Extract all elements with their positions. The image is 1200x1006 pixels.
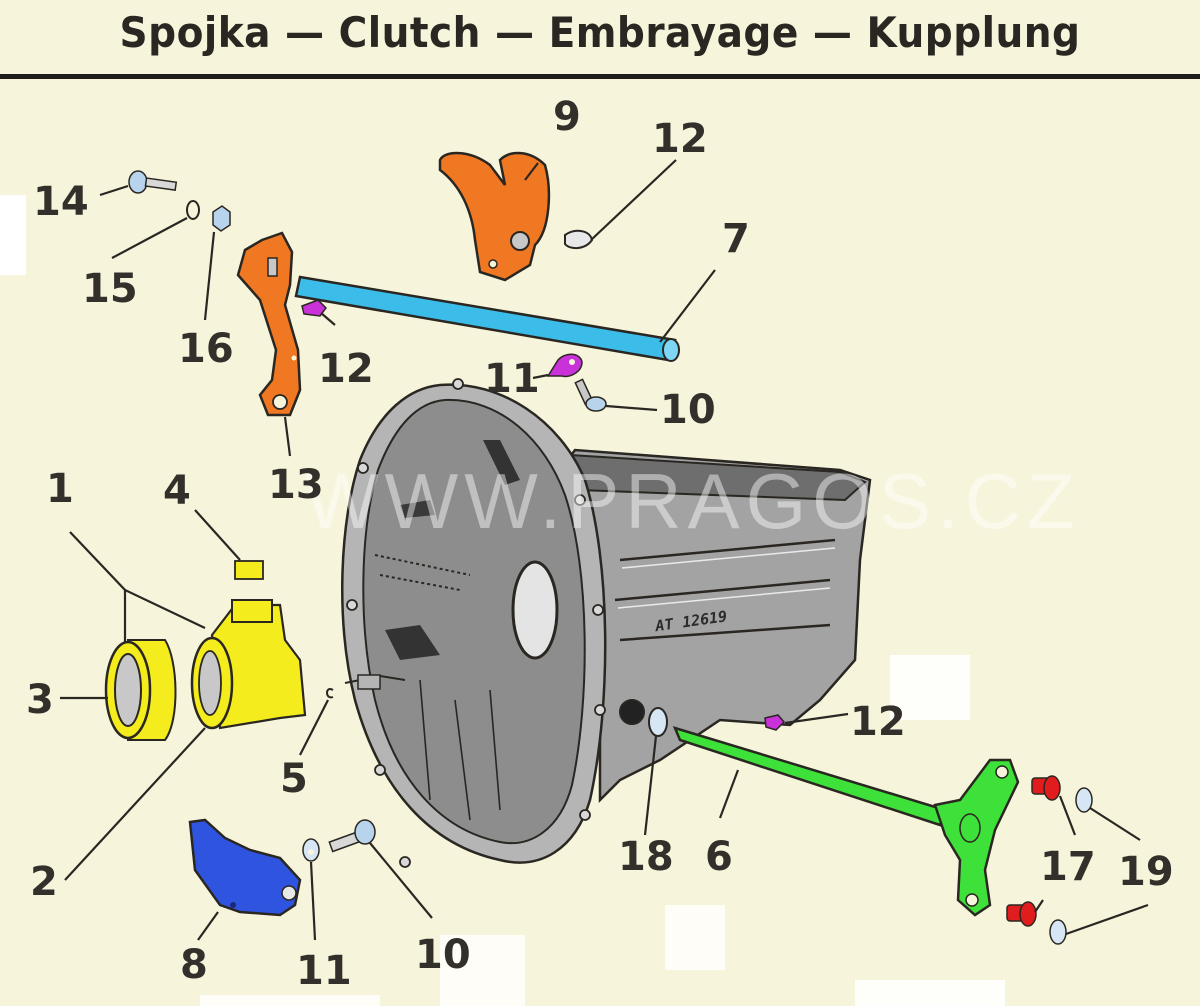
part-11-lock-washer-lower (302, 838, 320, 862)
part-12-key-c (764, 714, 786, 731)
callout-3: 3 (26, 677, 54, 723)
part-10-bolt-upper (574, 378, 607, 412)
callout-12-right: 12 (850, 699, 906, 745)
scan-patch (890, 655, 970, 720)
callout-15: 15 (82, 266, 138, 312)
part-8-shaft-bracket (188, 818, 302, 917)
callout-8: 8 (180, 942, 208, 988)
part-19-washer-upper (1075, 787, 1093, 813)
callout-4: 4 (163, 468, 191, 514)
part-3-release-bearing (104, 639, 177, 741)
part-11-lock-washer-upper (546, 353, 583, 378)
watermark: WWW.PRAGOS.CZ (305, 457, 1081, 545)
part-6-release-fork-shaft (672, 726, 1020, 917)
part-15-spring-washer (186, 200, 200, 220)
title-divider (0, 74, 1200, 79)
part-19-washer-lower (1049, 919, 1067, 945)
scan-patch (440, 935, 525, 1006)
bell-housing: AT 12619 (341, 378, 872, 868)
scan-patch (855, 980, 1005, 1006)
callout-12-upper: 12 (652, 116, 708, 162)
part-12-key-b (564, 229, 594, 250)
callout-11-lower: 11 (296, 948, 352, 994)
callout-10-upper: 10 (660, 387, 716, 433)
part-10-bolt-lower (328, 819, 376, 853)
leader-lines (60, 159, 1149, 941)
callout-17: 17 (1040, 844, 1096, 890)
callout-19: 19 (1118, 849, 1174, 895)
scan-patch (0, 195, 26, 275)
part-13-clutch-lever (236, 231, 302, 417)
part-7-cross-shaft (294, 275, 680, 362)
scan-patch (665, 905, 725, 970)
diagram-title: Spojka — Clutch — Embrayage — Kupplung (119, 8, 1081, 57)
part-5-retaining-spring (326, 674, 406, 699)
callout-2: 2 (30, 859, 58, 905)
callout-16: 16 (178, 326, 234, 372)
callout-5: 5 (280, 756, 308, 802)
callout-10-lower: 10 (415, 932, 471, 978)
callout-18: 18 (618, 834, 674, 880)
scan-patch (200, 995, 380, 1006)
callout-12-left: 12 (318, 346, 374, 392)
part-14-clamp-bolt (128, 170, 178, 194)
callout-numbers: 14 15 16 9 12 7 12 11 10 13 1 4 3 5 2 8 … (26, 94, 1174, 994)
part-4-lubricator-block (234, 560, 264, 580)
callout-1: 1 (46, 466, 74, 512)
part-17-bushing-upper (1031, 775, 1061, 801)
part-2-release-bearing-carrier (190, 599, 307, 730)
part-17-bushing-lower (1006, 901, 1037, 927)
callout-7: 7 (722, 216, 750, 262)
callout-13: 13 (268, 462, 324, 508)
part-18-seal-ring (648, 707, 668, 737)
part-16-nut (212, 205, 231, 232)
callout-14: 14 (33, 179, 89, 225)
callout-9: 9 (553, 94, 581, 140)
callout-11-upper: 11 (484, 356, 540, 402)
part-12-key-a (301, 299, 327, 317)
part-9-fork-lever (438, 151, 551, 282)
callout-6: 6 (705, 834, 733, 880)
